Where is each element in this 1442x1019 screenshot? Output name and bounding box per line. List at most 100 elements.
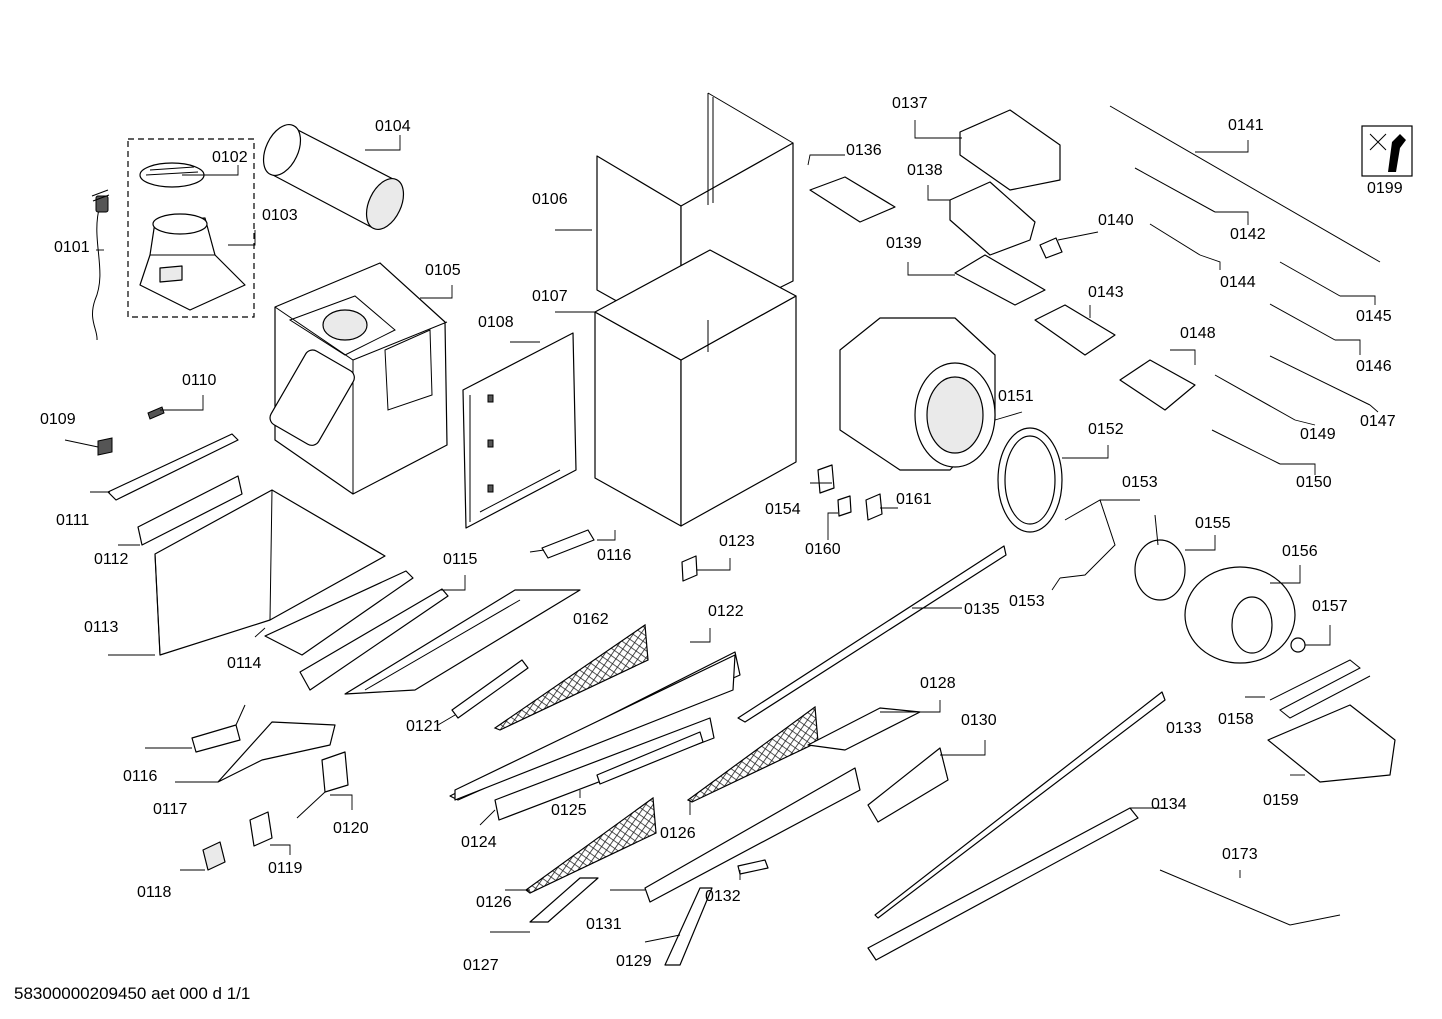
leader-lines bbox=[64, 120, 1379, 943]
label-0156: 0156 bbox=[1282, 543, 1318, 560]
part-0115-filter-frame bbox=[299, 588, 581, 695]
label-0138: 0138 bbox=[907, 162, 943, 179]
label-0115: 0115 bbox=[443, 551, 478, 568]
part-0103-duct-adapter-group bbox=[127, 138, 255, 318]
label-0154: 0154 bbox=[765, 501, 801, 518]
part-0136-control-board bbox=[809, 176, 896, 223]
label-0140: 0140 bbox=[1098, 212, 1134, 229]
part-0113-lower-housing bbox=[154, 489, 386, 656]
part-0139-circuit-board bbox=[954, 254, 1046, 306]
label-0126-left: 0126 bbox=[476, 894, 512, 911]
part-0156-fan-wheel bbox=[1184, 566, 1296, 664]
label-0124: 0124 bbox=[461, 834, 497, 851]
part-0141-cable bbox=[1109, 105, 1381, 263]
part-0140-clip bbox=[1039, 237, 1063, 259]
part-0108-back-panel bbox=[462, 332, 577, 529]
label-0130: 0130 bbox=[961, 712, 997, 729]
label-0110: 0110 bbox=[182, 372, 217, 389]
label-0127: 0127 bbox=[463, 957, 499, 974]
part-0157-cap bbox=[1290, 637, 1306, 653]
label-0152: 0152 bbox=[1088, 421, 1124, 438]
label-0161: 0161 bbox=[896, 491, 932, 508]
part-0125-strip bbox=[596, 731, 704, 785]
label-0116-bottom: 0116 bbox=[123, 768, 158, 785]
label-0128: 0128 bbox=[920, 675, 956, 692]
part-0155-motor bbox=[1134, 514, 1186, 601]
part-0123-connector bbox=[681, 555, 698, 582]
label-0139: 0139 bbox=[886, 235, 922, 252]
label-0109: 0109 bbox=[40, 411, 76, 428]
part-0116-light-top bbox=[529, 529, 595, 559]
part-0173-cable-harness bbox=[1159, 869, 1341, 926]
part-0101-power-cord bbox=[91, 189, 110, 341]
part-0132-connector bbox=[737, 859, 769, 875]
label-0114: 0114 bbox=[227, 655, 262, 672]
label-0111: 0111 bbox=[56, 512, 90, 529]
label-0134: 0134 bbox=[1151, 796, 1187, 813]
document-footer-code: 58300000209450 aet 000 d 1/1 bbox=[14, 984, 251, 1003]
part-0105-housing-frame bbox=[269, 262, 448, 495]
label-0112: 0112 bbox=[94, 551, 129, 568]
label-0113: 0113 bbox=[84, 619, 119, 636]
part-0124-profile bbox=[494, 717, 715, 821]
label-0132: 0132 bbox=[705, 888, 741, 905]
part-0137-electronics-box bbox=[959, 109, 1061, 191]
label-0148: 0148 bbox=[1180, 325, 1216, 342]
part-0161-clip bbox=[865, 493, 883, 521]
part-0144-cable bbox=[1149, 223, 1201, 256]
part-0145-cable bbox=[1279, 261, 1341, 297]
part-0114-trim-strip bbox=[264, 570, 414, 656]
part-0104-duct-tube bbox=[262, 124, 405, 230]
part-0110-clip bbox=[147, 406, 165, 420]
label-0105: 0105 bbox=[425, 262, 461, 279]
part-0109-clip bbox=[97, 437, 113, 456]
part-0118-switch bbox=[202, 841, 226, 871]
label-0160: 0160 bbox=[805, 541, 841, 558]
part-0154-clip bbox=[817, 464, 835, 494]
label-0155: 0155 bbox=[1195, 515, 1231, 532]
part-0146-cable bbox=[1269, 303, 1336, 341]
part-0135-glass-strip bbox=[737, 545, 1007, 723]
label-0123: 0123 bbox=[719, 533, 755, 550]
part-0128-bracket bbox=[807, 707, 921, 751]
label-0153-bottom: 0153 bbox=[1009, 593, 1045, 610]
label-0106: 0106 bbox=[532, 191, 568, 208]
label-0102: 0102 bbox=[212, 149, 248, 166]
label-0116-top: 0116 bbox=[597, 547, 632, 564]
label-0145: 0145 bbox=[1356, 308, 1392, 325]
part-0147-cable bbox=[1269, 355, 1371, 406]
label-0159: 0159 bbox=[1263, 792, 1299, 809]
label-0142: 0142 bbox=[1230, 226, 1266, 243]
label-0199: 0199 bbox=[1367, 180, 1403, 197]
label-0107: 0107 bbox=[532, 288, 568, 305]
label-0103: 0103 bbox=[262, 207, 298, 224]
label-0108: 0108 bbox=[478, 314, 514, 331]
part-0112-bracket bbox=[137, 475, 243, 546]
part-0121-light-bar bbox=[451, 659, 529, 719]
label-0131: 0131 bbox=[586, 916, 622, 933]
label-0149: 0149 bbox=[1300, 426, 1336, 443]
part-0151-blower-housing bbox=[839, 317, 996, 471]
label-0146: 0146 bbox=[1356, 358, 1392, 375]
label-0144: 0144 bbox=[1220, 274, 1256, 291]
label-0133: 0133 bbox=[1166, 720, 1202, 737]
part-0150-cable bbox=[1211, 429, 1281, 465]
part-0133-glass-panel bbox=[874, 691, 1166, 919]
label-0135: 0135 bbox=[964, 601, 1000, 618]
part-0130-bracket bbox=[867, 747, 949, 823]
label-0173: 0173 bbox=[1222, 846, 1258, 863]
label-0141: 0141 bbox=[1228, 117, 1264, 134]
label-0104: 0104 bbox=[375, 118, 411, 135]
label-0101: 0101 bbox=[54, 239, 90, 256]
label-0119: 0119 bbox=[268, 860, 303, 877]
label-0153-top: 0153 bbox=[1122, 474, 1158, 491]
label-0120: 0120 bbox=[333, 820, 369, 837]
part-0117-side-panel bbox=[217, 721, 336, 783]
part-0142-cable bbox=[1134, 167, 1216, 213]
label-0151: 0151 bbox=[998, 388, 1034, 405]
label-0121: 0121 bbox=[406, 718, 442, 735]
part-0116-light-bottom bbox=[191, 704, 246, 753]
part-0162-grease-filter bbox=[493, 623, 649, 731]
part-0126-filter-left bbox=[524, 796, 657, 894]
